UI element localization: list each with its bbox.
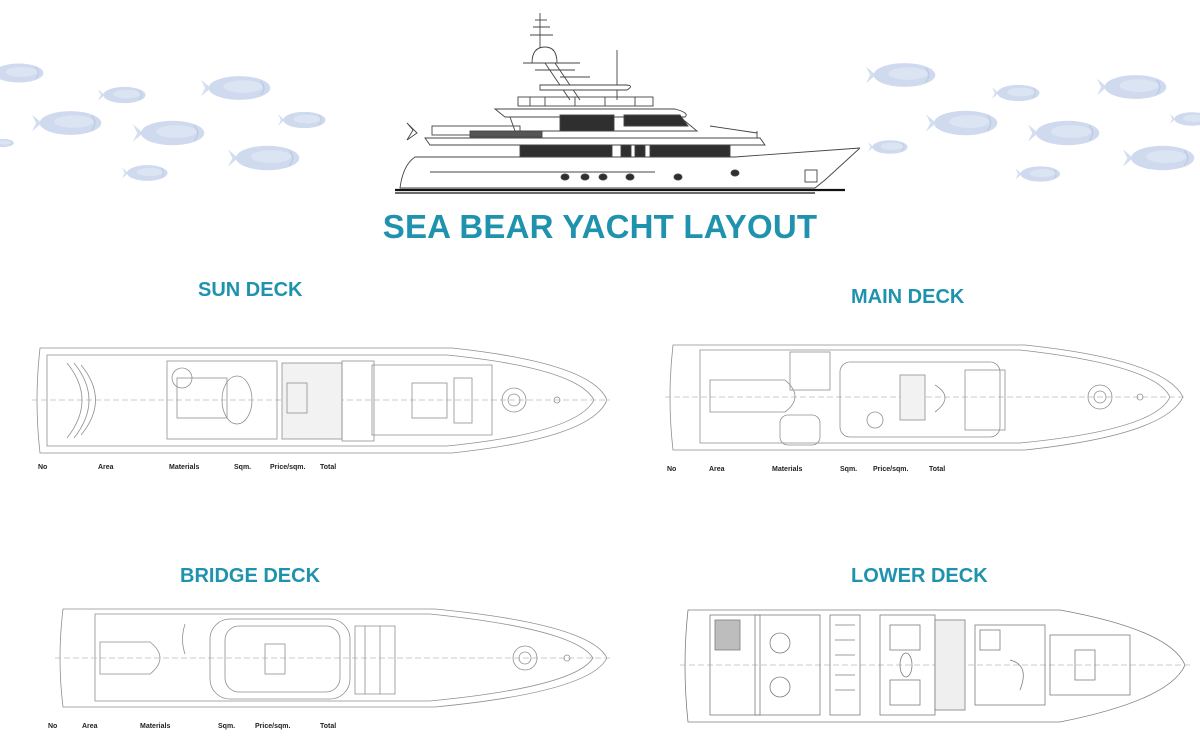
column-header-total: Total [320,723,337,730]
fish-icon [1015,166,1061,182]
column-header-price-sqm: Price/sqm. [873,466,909,473]
fish-icon [32,110,102,136]
column-header-sqm: Sqm. [840,466,858,473]
column-header-no: No [38,464,48,471]
column-header-price-sqm: Price/sqm. [270,464,306,471]
deck-title-bridge: BRIDGE DECK [180,565,321,587]
sun-deck-plan [32,347,610,454]
fish-icon [1028,120,1100,146]
fish-icon [868,139,908,155]
column-header-sqm: Sqm. [218,723,236,730]
deck-title-lower: LOWER DECK [851,565,988,587]
fish-icon [0,138,14,148]
column-header-price-sqm: Price/sqm. [255,723,291,730]
column-header-area: Area [709,466,725,473]
fish-icon [228,145,300,171]
yacht-profile-illustration [395,13,860,194]
fish-icon [866,62,936,88]
fish-icon [133,120,205,146]
fish-icon [1096,74,1167,100]
fish-icon [0,62,44,84]
page-title: SEA BEAR YACHT LAYOUT [382,208,818,245]
column-header-area: Area [82,723,98,730]
column-header-total: Total [929,466,946,473]
fish-icon [200,75,271,101]
column-header-materials: Materials [140,723,171,730]
deck-title-sun: SUN DECK [198,279,303,301]
fish-icon [278,111,326,129]
column-header-no: No [667,466,677,473]
fish-icon [122,164,168,182]
column-header-total: Total [320,464,337,471]
fish-icon [98,86,146,104]
main-deck-plan [665,344,1185,451]
fish-icon [992,84,1040,102]
fish-icon [1170,111,1200,127]
fish-icon [1123,145,1195,171]
deck-title-main: MAIN DECK [851,286,965,308]
bridge-deck-plan [55,608,610,708]
fish-icon [926,110,998,136]
column-header-no: No [48,723,58,730]
lower-deck-plan [680,609,1190,723]
column-header-materials: Materials [772,466,803,473]
column-header-area: Area [98,464,114,471]
column-header-materials: Materials [169,464,200,471]
column-header-sqm: Sqm. [234,464,252,471]
